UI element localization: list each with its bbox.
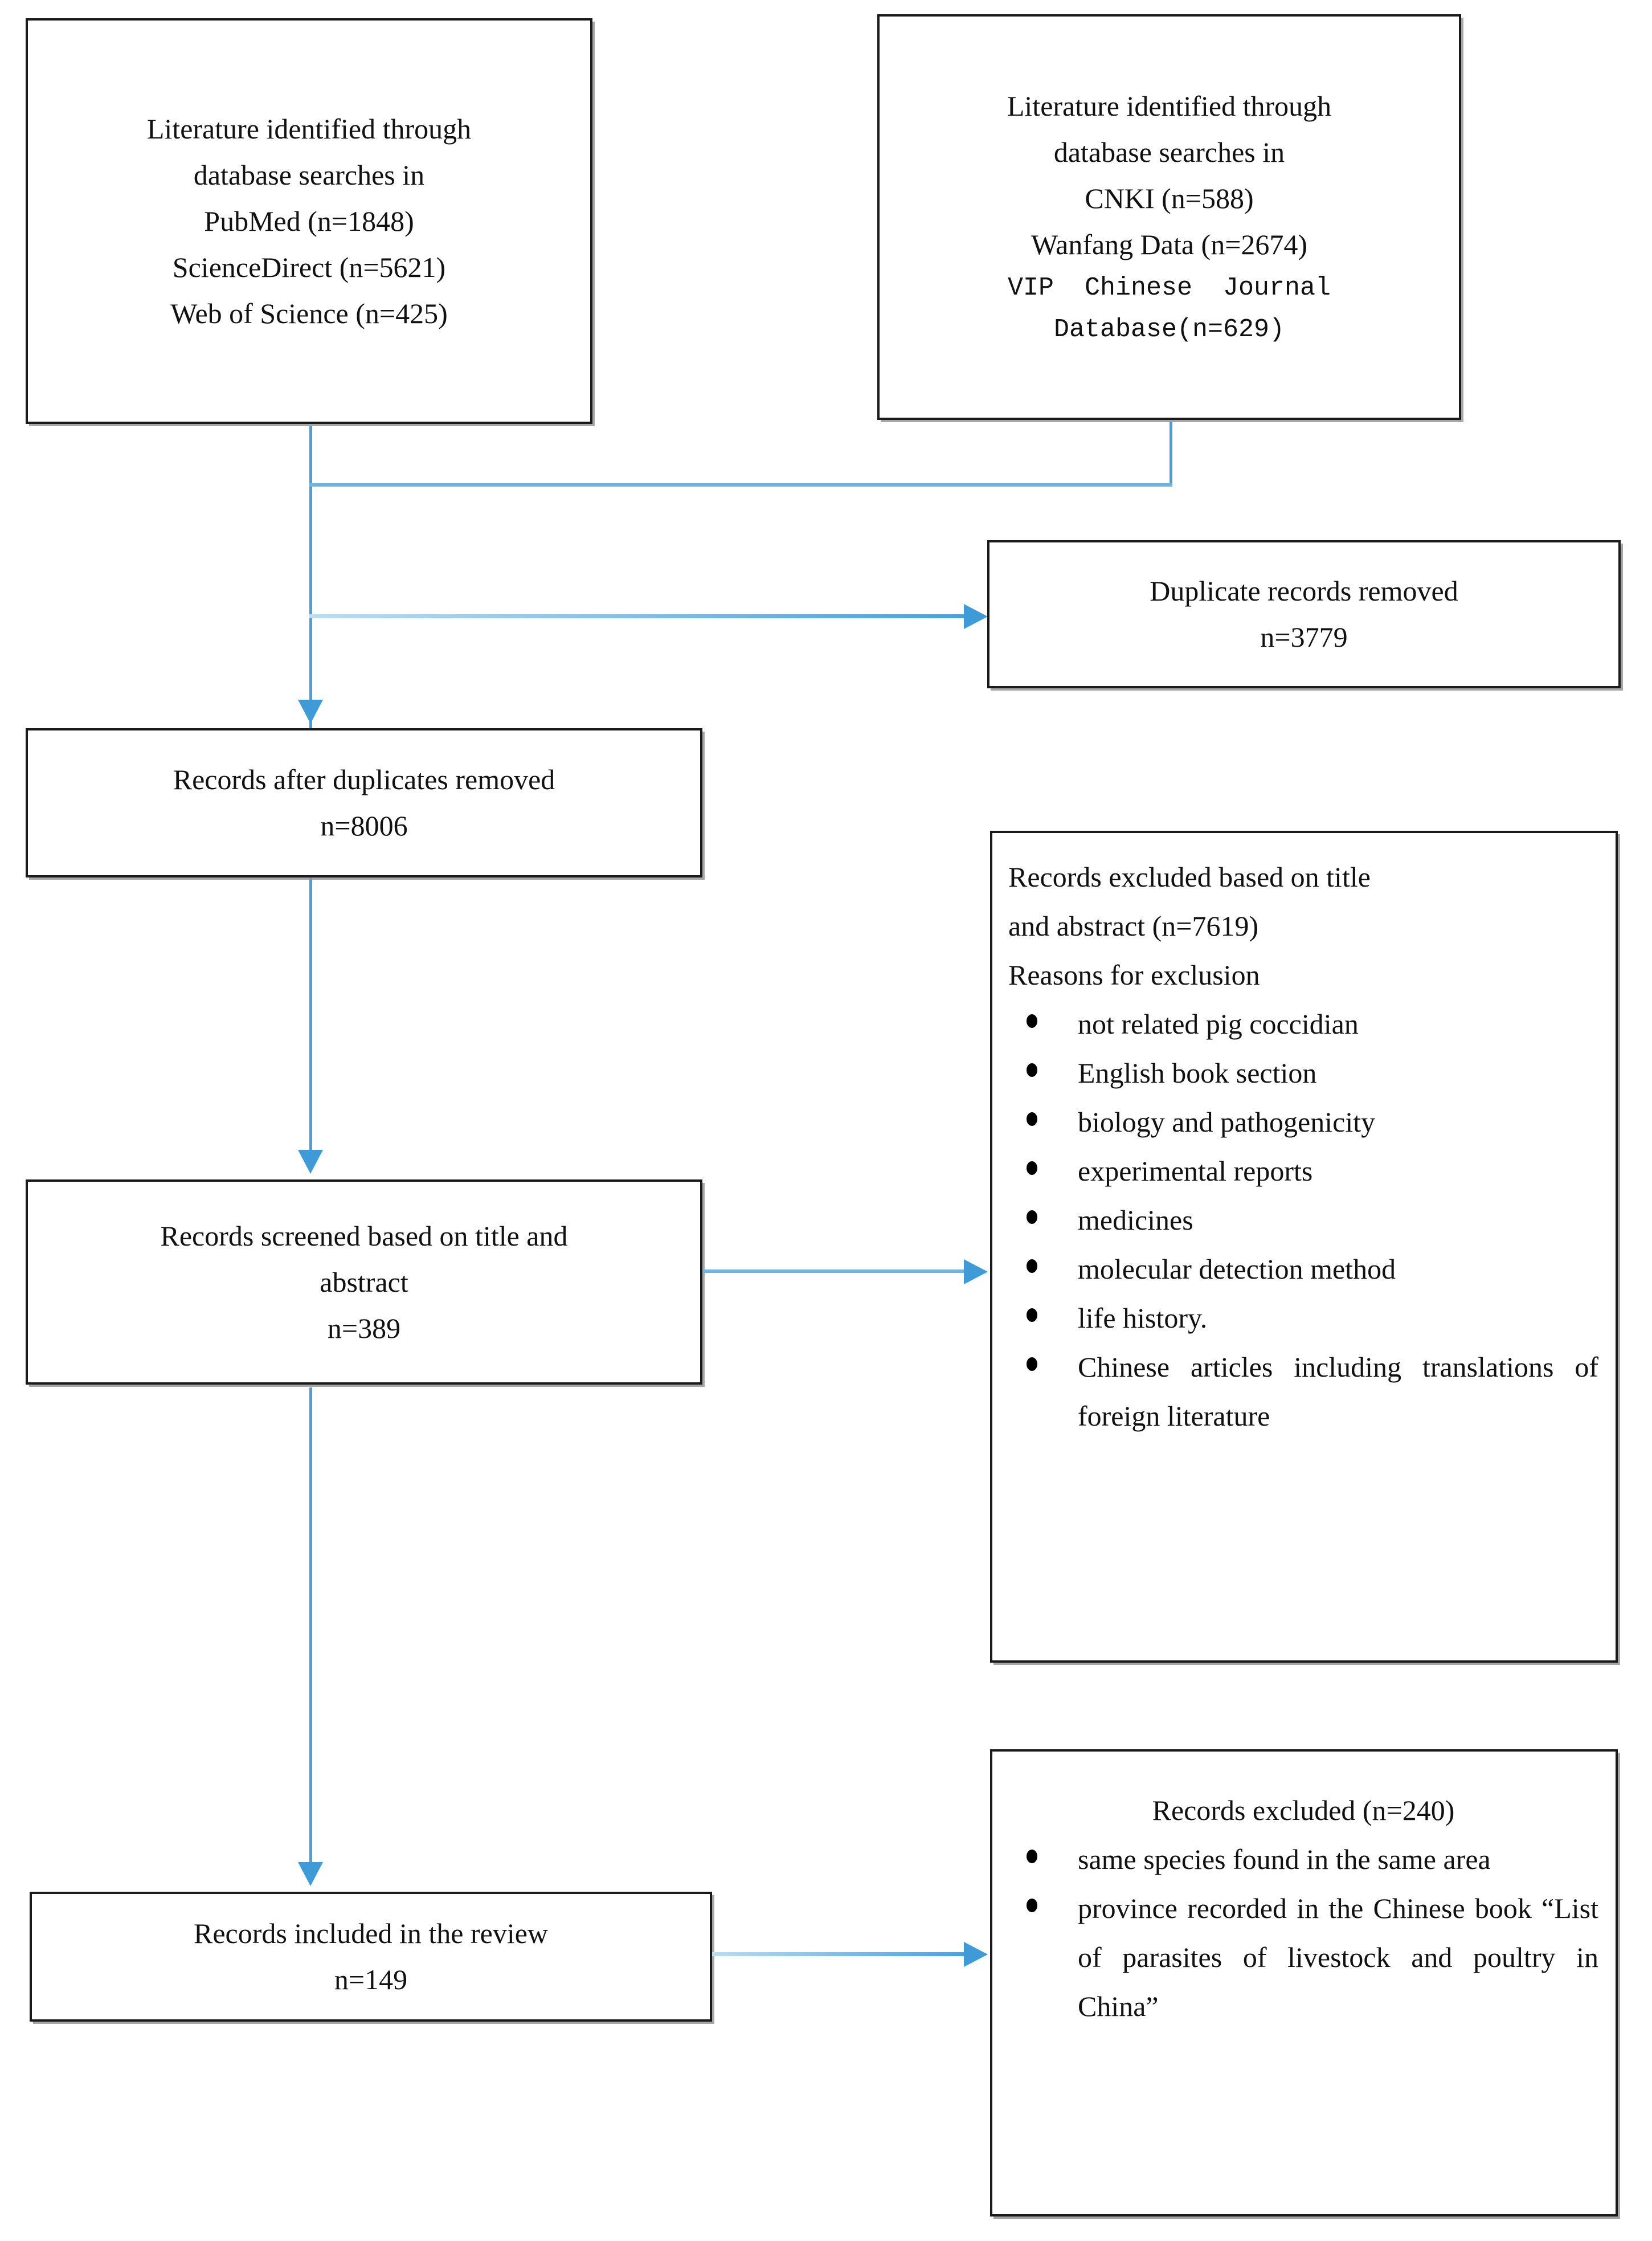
reason-text: medicines <box>1078 1204 1193 1236</box>
records-included-line-1: Records included in the review <box>193 1917 549 1949</box>
list-item: not related pig coccidian <box>1008 999 1598 1048</box>
source-chinese-mono-line-2: Database(n=629) <box>1053 315 1285 344</box>
bullet-icon <box>1027 1112 1037 1126</box>
box-records-excluded-final: Records excluded (n=240) same species fo… <box>990 1749 1618 2216</box>
bullet-icon <box>1027 1899 1037 1912</box>
records-screened-line-1: Records screened based on title and <box>160 1219 568 1252</box>
records-included-line-2: n=149 <box>334 1964 408 1995</box>
reason-text: biology and pathogenicity <box>1078 1106 1376 1138</box>
box-records-after-duplicates-removed: Records after duplicates removed n=8006 <box>26 728 702 877</box>
source-chinese-line-3: CNKI (n=588) <box>1085 182 1254 215</box>
reason-text: molecular detection method <box>1078 1253 1396 1285</box>
bullet-icon <box>1027 1210 1037 1224</box>
connector-horizontal-to-duplicates <box>309 614 964 618</box>
source-english-line-4: ScienceDirect (n=5621) <box>172 251 446 283</box>
arrowhead-to-duplicates <box>964 604 988 629</box>
bullet-icon <box>1027 1308 1037 1322</box>
reason-text: not related pig coccidian <box>1078 1008 1359 1040</box>
arrowhead-to-excluded-title-abstract <box>964 1259 988 1284</box>
connector-vertical-to-included <box>309 1387 312 1863</box>
records-after-duplicates-line-2: n=8006 <box>320 810 408 842</box>
arrowhead-to-excluded-final <box>964 1942 988 1967</box>
bullet-icon <box>1027 1063 1037 1077</box>
box-records-included-in-review: Records included in the review n=149 <box>30 1892 712 2022</box>
arrowhead-to-records-screened <box>298 1150 323 1174</box>
arrowhead-to-records-after-duplicates <box>298 700 323 724</box>
source-chinese-line-1: Literature identified through <box>1007 90 1332 123</box>
box-records-screened-title-abstract: Records screened based on title and abst… <box>26 1179 702 1385</box>
source-english-line-3: PubMed (n=1848) <box>204 205 414 237</box>
reason-text: province recorded in the Chinese book “L… <box>1078 1892 1598 2022</box>
box-literature-identified-chinese-databases: Literature identified through database s… <box>877 14 1461 420</box>
excluded-title-abstract-header-line-2: and abstract (n=7619) <box>1008 910 1259 942</box>
excluded-title-abstract-reason-list: not related pig coccidian English book s… <box>1008 999 1598 1440</box>
reason-text: life history. <box>1078 1302 1208 1334</box>
records-screened-line-3: n=389 <box>327 1312 401 1344</box>
duplicates-removed-line-2: n=3779 <box>1260 621 1348 653</box>
duplicates-removed-line-1: Duplicate records removed <box>1150 575 1458 607</box>
bullet-icon <box>1027 1259 1037 1273</box>
bullet-icon <box>1027 1161 1037 1175</box>
list-item: same species found in the same area <box>1008 1835 1598 1884</box>
excluded-final-reason-list: same species found in the same area prov… <box>1008 1835 1598 2031</box>
connector-horizontal-to-excluded-final <box>712 1952 966 1956</box>
excluded-title-abstract-header-line-1: Records excluded based on title <box>1008 861 1371 893</box>
reason-text: Chinese articles including translations … <box>1078 1351 1598 1432</box>
connector-horizontal-merge <box>309 483 1172 487</box>
list-item: life history. <box>1008 1293 1598 1342</box>
reason-text: same species found in the same area <box>1078 1843 1491 1875</box>
list-item: province recorded in the Chinese book “L… <box>1008 1884 1598 2031</box>
list-item: medicines <box>1008 1195 1598 1244</box>
list-item: experimental reports <box>1008 1146 1598 1195</box>
source-english-line-2: database searches in <box>193 158 425 191</box>
arrowhead-to-records-included <box>298 1862 323 1886</box>
excluded-title-abstract-header-line-3: Reasons for exclusion <box>1008 959 1260 991</box>
connector-vertical-right-source <box>1170 422 1172 485</box>
connector-horizontal-to-excluded-title-abstract <box>702 1270 964 1273</box>
connector-vertical-to-screened <box>309 880 312 1151</box>
box-records-excluded-title-abstract: Records excluded based on title and abst… <box>990 831 1618 1663</box>
bullet-icon <box>1027 1357 1037 1371</box>
bullet-icon <box>1027 1014 1037 1028</box>
source-english-line-5: Web of Science (n=425) <box>170 297 448 329</box>
box-literature-identified-english-databases: Literature identified through database s… <box>26 18 592 424</box>
list-item: Chinese articles including translations … <box>1008 1342 1598 1440</box>
source-chinese-mono-line-1: VIP Chinese Journal <box>1007 274 1331 303</box>
list-item: molecular detection method <box>1008 1244 1598 1293</box>
source-english-line-1: Literature identified through <box>146 112 472 145</box>
box-duplicate-records-removed: Duplicate records removed n=3779 <box>987 540 1621 688</box>
source-chinese-line-4: Wanfang Data (n=2674) <box>1031 228 1308 261</box>
reason-text: experimental reports <box>1078 1155 1313 1187</box>
records-screened-line-2: abstract <box>320 1266 408 1298</box>
reason-text: English book section <box>1078 1057 1317 1089</box>
list-item: English book section <box>1008 1048 1598 1097</box>
excluded-final-header: Records excluded (n=240) <box>1152 1794 1455 1826</box>
source-chinese-line-2: database searches in <box>1053 136 1285 169</box>
bullet-icon <box>1027 1850 1037 1863</box>
list-item: biology and pathogenicity <box>1008 1097 1598 1146</box>
records-after-duplicates-line-1: Records after duplicates removed <box>173 764 555 795</box>
